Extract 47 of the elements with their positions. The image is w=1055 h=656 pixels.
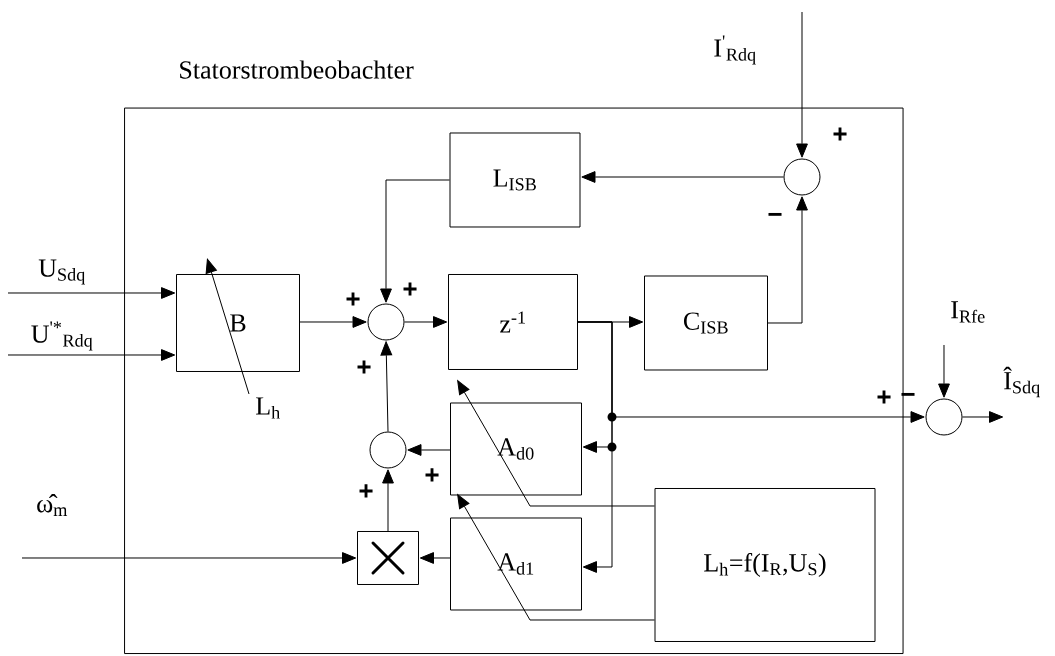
edge-label: I$_{Rfe}$	[949, 300, 987, 324]
edge-label: U$_{Sdq}$	[37, 258, 87, 286]
multiplier-box	[357, 531, 419, 585]
arrow	[796, 11, 808, 158]
summing-circle	[367, 303, 405, 341]
arrow	[581, 171, 784, 183]
arrow	[380, 341, 393, 432]
sign-label: +	[425, 468, 439, 482]
sign-label: +	[359, 484, 373, 498]
arrow	[382, 469, 394, 532]
arrow	[21, 552, 357, 564]
arrow	[938, 344, 950, 398]
arrow	[577, 321, 613, 573]
edge-label: U$^{'*}$Rdq	[29, 320, 95, 352]
parameter-label: L$_{h}$	[256, 397, 280, 419]
arrow	[404, 316, 448, 328]
block-box: C$_{ISB}$	[644, 275, 768, 371]
arrow	[457, 380, 655, 507]
sign-label: +	[403, 282, 417, 296]
sign-label: −	[768, 212, 782, 216]
sign-label: +	[877, 390, 891, 404]
arrow	[407, 444, 451, 456]
arrow	[419, 552, 451, 564]
sign-label: −	[901, 392, 915, 396]
arrow	[962, 411, 1004, 423]
summing-circle	[369, 431, 407, 469]
arrow	[7, 349, 176, 361]
edge-label: I$^{'}$Rdq	[712, 34, 758, 66]
block-box: z$^{-1}$	[448, 274, 578, 370]
summing-circle	[925, 398, 963, 436]
summing-circle	[783, 158, 821, 196]
arrow	[457, 494, 655, 621]
node-label: Statorstrombeobachter	[180, 60, 414, 79]
edge-label: ω̂$_{m}$	[35, 493, 69, 517]
block-box: B	[176, 274, 300, 372]
edge-label: Î$_{Sdq}$	[1002, 365, 1042, 399]
block-box: L$_{h}$=f(I$_{R}$,U$_{S}$)	[654, 488, 876, 642]
arrow	[7, 287, 176, 299]
block-box: A$_{d0}$	[450, 402, 582, 496]
sign-label: +	[833, 127, 847, 141]
sign-label: +	[346, 292, 360, 306]
block-box: A$_{d1}$	[450, 517, 582, 611]
arrow	[380, 179, 450, 303]
arrow	[767, 196, 808, 324]
block-box: L$_{ISB}$	[449, 132, 581, 228]
sign-label: +	[357, 360, 371, 374]
arrow	[299, 316, 367, 328]
